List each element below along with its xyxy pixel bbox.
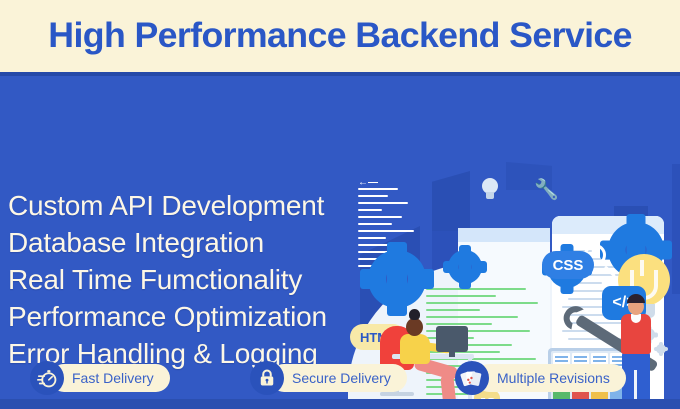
code-panel-main-header [458, 228, 550, 242]
badge-label: Secure Delivery [270, 364, 407, 392]
lock-icon [250, 361, 284, 395]
person-leg-split [634, 370, 637, 404]
monitor [436, 326, 468, 352]
bottom-strip [0, 399, 680, 409]
gear-icon [368, 250, 426, 308]
person-hair [409, 309, 420, 320]
person-collar [631, 314, 641, 323]
service-item: Database Integration [8, 227, 264, 258]
lightbulb-icon [482, 178, 498, 194]
person-hair [627, 294, 645, 303]
css-tag: CSS [542, 251, 594, 279]
person-head [406, 318, 423, 336]
monitor-stand [449, 350, 455, 357]
service-list: Custom API Development Database Integrat… [8, 187, 327, 372]
service-item: Custom API Development [8, 190, 325, 221]
badge-multiple-revisions[interactable]: Multiple Revisions [455, 361, 626, 395]
header-divider [0, 72, 680, 76]
badge-secure-delivery[interactable]: Secure Delivery [250, 361, 407, 395]
background-shape [432, 171, 470, 231]
feature-badges: Fast Delivery Secure Delivery [0, 358, 680, 398]
gear-icon [448, 250, 482, 284]
badge-fast-delivery[interactable]: Fast Delivery [30, 361, 170, 395]
wrench-icon: 🔧 [534, 179, 559, 201]
main-content: Custom API Development Database Integrat… [0, 76, 680, 409]
badge-label: Fast Delivery [50, 364, 170, 392]
lightbulb-filament-stem [640, 260, 644, 276]
page-title: High Performance Backend Service [48, 16, 632, 55]
service-item: Real Time Fumctionality [8, 264, 303, 295]
background-shape [506, 162, 552, 190]
desk [392, 354, 474, 359]
gear-icon [656, 344, 666, 354]
code-arrow-icon: ←— [358, 177, 378, 188]
stopwatch-icon [30, 361, 64, 395]
chair-base [380, 392, 414, 396]
header-banner: High Performance Backend Service [0, 0, 680, 72]
lightbulb-base [486, 192, 494, 199]
cards-icon [455, 361, 489, 395]
background-shape [672, 164, 680, 294]
badge-label: Multiple Revisions [475, 364, 626, 392]
service-item: Performance Optimization [8, 301, 327, 332]
